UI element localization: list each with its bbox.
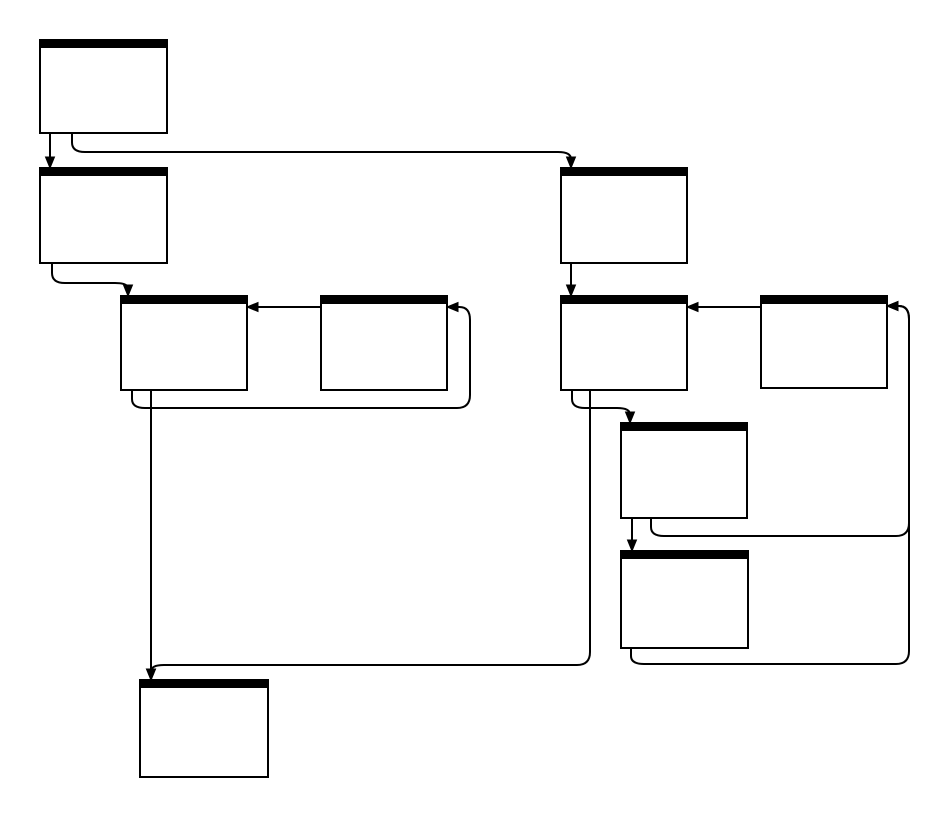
node-n3-titlebar xyxy=(120,295,248,304)
node-n6-titlebar xyxy=(560,295,688,304)
node-n9 xyxy=(620,550,749,649)
edge-n9-to-n7 xyxy=(630,300,910,665)
edge-n1-to-n5 xyxy=(71,133,577,170)
edge-e10-arrowhead-icon xyxy=(145,668,157,682)
edge-n8-to-n9 xyxy=(626,518,638,553)
node-n10 xyxy=(139,679,269,778)
node-n2-body xyxy=(39,167,168,264)
edge-n1-to-n2 xyxy=(44,133,56,170)
edge-n6-to-n10 xyxy=(145,390,591,682)
node-n8-titlebar xyxy=(620,422,748,431)
edge-e3-line xyxy=(51,263,129,294)
edge-n5-to-n6 xyxy=(565,263,577,298)
node-n5 xyxy=(560,167,688,264)
edge-e5-arrowhead-icon xyxy=(445,301,459,313)
node-n7 xyxy=(760,295,888,389)
edge-e2-arrowhead-icon xyxy=(565,156,577,170)
node-n1-body xyxy=(39,39,168,134)
node-n6-body xyxy=(560,295,688,391)
node-n4-titlebar xyxy=(320,295,448,304)
edge-e5-line xyxy=(131,306,471,409)
node-n10-titlebar xyxy=(139,679,269,688)
edge-n6-to-n8 xyxy=(571,390,636,425)
node-n5-titlebar xyxy=(560,167,688,176)
edge-n3-to-n10 xyxy=(145,390,157,682)
edge-n3-to-n4 xyxy=(131,301,471,409)
node-n7-titlebar xyxy=(760,295,888,304)
edge-e4-arrowhead-icon xyxy=(245,301,259,313)
edge-e2-line xyxy=(71,133,572,166)
edge-e8-arrowhead-icon xyxy=(685,301,699,313)
node-n1 xyxy=(39,39,168,134)
edge-n7-to-n6 xyxy=(685,301,761,313)
node-n2 xyxy=(39,167,168,264)
node-n1-titlebar xyxy=(39,39,168,48)
node-n4-body xyxy=(320,295,448,391)
edge-e9-line xyxy=(571,390,631,421)
node-n8-body xyxy=(620,422,748,519)
node-n3 xyxy=(120,295,248,391)
edge-e3-arrowhead-icon xyxy=(122,284,134,298)
node-n4 xyxy=(320,295,448,391)
node-n10-body xyxy=(139,679,269,778)
edge-e13-arrowhead-icon xyxy=(885,300,899,312)
edge-e1-arrowhead-icon xyxy=(44,156,56,170)
node-n2-titlebar xyxy=(39,167,168,176)
node-n6 xyxy=(560,295,688,391)
edge-e9-arrowhead-icon xyxy=(624,411,636,425)
edge-e10-line xyxy=(150,390,591,678)
node-n8 xyxy=(620,422,748,519)
node-n9-body xyxy=(620,550,749,649)
node-n3-body xyxy=(120,295,248,391)
edge-e7-arrowhead-icon xyxy=(565,284,577,298)
node-n5-body xyxy=(560,167,688,264)
node-n7-body xyxy=(760,295,888,389)
edge-e11-arrowhead-icon xyxy=(626,539,638,553)
node-n9-titlebar xyxy=(620,550,749,559)
edge-e13-line xyxy=(630,305,910,665)
edge-n4-to-n3 xyxy=(245,301,321,313)
edge-n2-to-n3 xyxy=(51,263,134,298)
